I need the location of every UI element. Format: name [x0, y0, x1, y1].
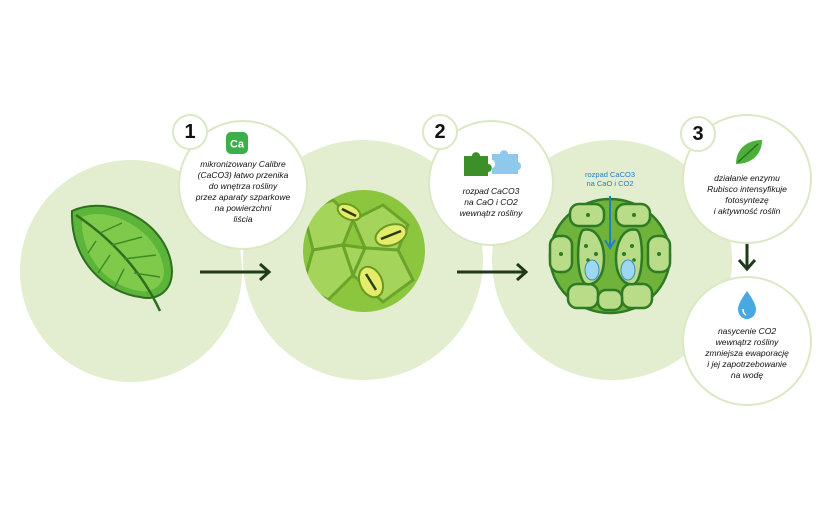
- arrow-right-icon: [455, 262, 531, 282]
- water-drop-icon: [736, 290, 758, 320]
- cell-illustration: [548, 196, 672, 316]
- svg-text:Ca: Ca: [230, 139, 245, 151]
- step-1-description: mikronizowany Calibre(CaCO3) łatwo przen…: [195, 159, 291, 224]
- leaf-icon: [734, 138, 764, 166]
- stomata-illustration: [303, 190, 425, 312]
- leaf-illustration: [60, 193, 180, 318]
- arrow-right-icon: [198, 262, 274, 282]
- puzzle-pieces-icon: [462, 148, 522, 178]
- calibre-ca-logo-icon: Ca: [226, 132, 248, 154]
- step-2-number: 2: [422, 114, 458, 150]
- step-1-number: 1: [172, 114, 208, 150]
- step-3-number: 3: [680, 116, 716, 152]
